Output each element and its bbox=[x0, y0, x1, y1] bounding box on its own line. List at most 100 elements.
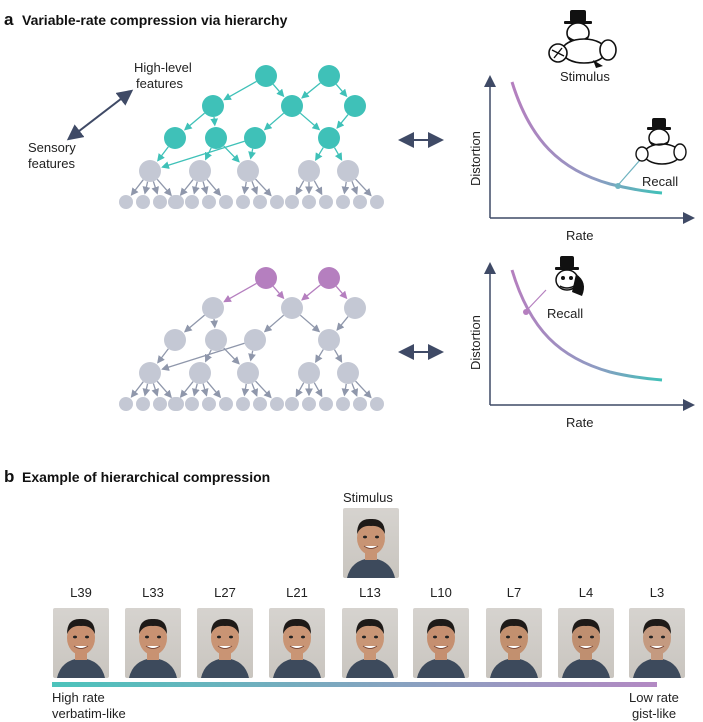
hierarchy-edge bbox=[151, 383, 159, 397]
hierarchy-edge bbox=[248, 350, 256, 362]
sensory-leaf-node bbox=[153, 195, 167, 209]
level2-node bbox=[205, 127, 227, 149]
level-label-l39: L39 bbox=[70, 585, 92, 600]
reconstructed-face-photo bbox=[125, 608, 181, 678]
sensory-leaf-node bbox=[119, 397, 133, 411]
sensory-leaf-node bbox=[302, 195, 316, 209]
hierarchy-edge bbox=[301, 284, 321, 301]
hierarchy-edge bbox=[161, 140, 245, 169]
sensory-leaf-node bbox=[136, 397, 150, 411]
hierarchy-edge bbox=[299, 112, 321, 131]
hierarchy-edge bbox=[179, 381, 194, 399]
bottom-rd-curve bbox=[510, 269, 663, 382]
level-label-l10: L10 bbox=[430, 585, 452, 600]
reconstructed-face-photo bbox=[197, 608, 253, 678]
bottom-recall-label: Recall bbox=[547, 306, 583, 321]
bottom-xlabel: Rate bbox=[566, 415, 593, 430]
sensory-leaf-node bbox=[370, 195, 384, 209]
hierarchy-edge bbox=[355, 380, 372, 399]
top-rd-plot: Distortion Rate Stimulus Recall bbox=[468, 69, 695, 243]
level1-node bbox=[337, 160, 359, 182]
hierarchy-edge bbox=[335, 285, 348, 300]
level1-node bbox=[139, 362, 161, 384]
level2-node bbox=[244, 329, 266, 351]
sensory-leaf-node bbox=[219, 195, 233, 209]
sensory-leaf-node bbox=[136, 195, 150, 209]
hierarchy-edge bbox=[350, 383, 359, 397]
level3-node bbox=[202, 95, 224, 117]
hierarchy-edge bbox=[200, 181, 209, 195]
hierarchy-edge bbox=[355, 178, 372, 197]
sensory-leaf-node bbox=[185, 397, 199, 411]
sensory-leaf-node bbox=[253, 195, 267, 209]
sensory-leaf-node bbox=[202, 195, 216, 209]
panel-a-letter: a bbox=[4, 10, 14, 29]
hierarchy-edge bbox=[255, 178, 272, 197]
level2-node bbox=[164, 329, 186, 351]
hierarchy-edge bbox=[333, 349, 343, 363]
reconstructed-face-photo bbox=[629, 608, 685, 678]
hierarchy-edge bbox=[250, 181, 259, 195]
level4-node bbox=[255, 65, 277, 87]
level4-node bbox=[255, 267, 277, 289]
hierarchy-edge bbox=[313, 180, 323, 196]
level-label-l21: L21 bbox=[286, 585, 308, 600]
hierarchy-edge bbox=[223, 80, 257, 101]
hierarchy-edge bbox=[183, 112, 206, 131]
hierarchy-edge bbox=[157, 146, 169, 162]
level1-node bbox=[298, 160, 320, 182]
low-rate-label: Low rate bbox=[629, 690, 679, 705]
hierarchy-edge bbox=[336, 316, 349, 331]
reconstructed-face-photo bbox=[558, 608, 614, 678]
level-label-l7: L7 bbox=[507, 585, 521, 600]
hierarchy-edge bbox=[272, 83, 285, 98]
high-level-label-2: features bbox=[136, 76, 183, 91]
level1-node bbox=[237, 362, 259, 384]
bottom-recall-monopoly-man-icon bbox=[555, 256, 584, 296]
hierarchy-edge bbox=[341, 383, 350, 397]
sensory-leaf-node bbox=[168, 397, 182, 411]
sensory-leaf-node bbox=[270, 195, 284, 209]
bottom-rd-plot: Distortion Rate Recall bbox=[468, 262, 695, 430]
sensory-leaf-node bbox=[219, 397, 233, 411]
hierarchy-edge bbox=[161, 342, 245, 371]
hierarchy-edge bbox=[313, 382, 323, 398]
hierarchy-edge bbox=[130, 179, 144, 196]
level-label-l27: L27 bbox=[214, 585, 236, 600]
sensory-leaf-node bbox=[285, 397, 299, 411]
sensory-leaf-node bbox=[319, 195, 333, 209]
top-rd-curve bbox=[510, 81, 663, 195]
level-label-l33: L33 bbox=[142, 585, 164, 600]
sensory-leaf-node bbox=[202, 397, 216, 411]
level2-node bbox=[318, 127, 340, 149]
sensory-leaf-node bbox=[353, 397, 367, 411]
top-ylabel: Distortion bbox=[468, 131, 483, 186]
stimulus-monopoly-man-icon bbox=[548, 10, 617, 68]
hierarchy-edge bbox=[315, 349, 324, 363]
hierarchy-edge bbox=[156, 178, 172, 197]
level1-node bbox=[139, 160, 161, 182]
panel-b-stimulus-label: Stimulus bbox=[343, 490, 393, 505]
hierarchy-edge bbox=[301, 82, 321, 99]
hierarchy-edge bbox=[206, 179, 222, 197]
hierarchy-edge bbox=[263, 314, 285, 333]
hierarchy-edge bbox=[223, 347, 240, 365]
hierarchy-edge bbox=[192, 181, 200, 195]
stimulus-face-photo bbox=[343, 508, 399, 578]
sensory-leaf-node bbox=[236, 195, 250, 209]
sensory-leaf-node bbox=[270, 397, 284, 411]
hierarchy-edge bbox=[210, 116, 219, 127]
panel-b-title: Example of hierarchical compression bbox=[22, 469, 270, 485]
bottom-ylabel: Distortion bbox=[468, 315, 483, 370]
hierarchy-edge bbox=[157, 348, 169, 364]
top-recall-label: Recall bbox=[642, 174, 678, 189]
hierarchy-edge bbox=[255, 380, 272, 399]
hierarchy-edge bbox=[263, 112, 285, 131]
level3-node bbox=[281, 95, 303, 117]
hierarchy-edge bbox=[179, 179, 194, 197]
hierarchy-edge bbox=[223, 282, 257, 303]
high-rate-label: High rate bbox=[52, 690, 105, 705]
reconstructed-face-photo bbox=[413, 608, 469, 678]
sensory-leaf-node bbox=[168, 195, 182, 209]
